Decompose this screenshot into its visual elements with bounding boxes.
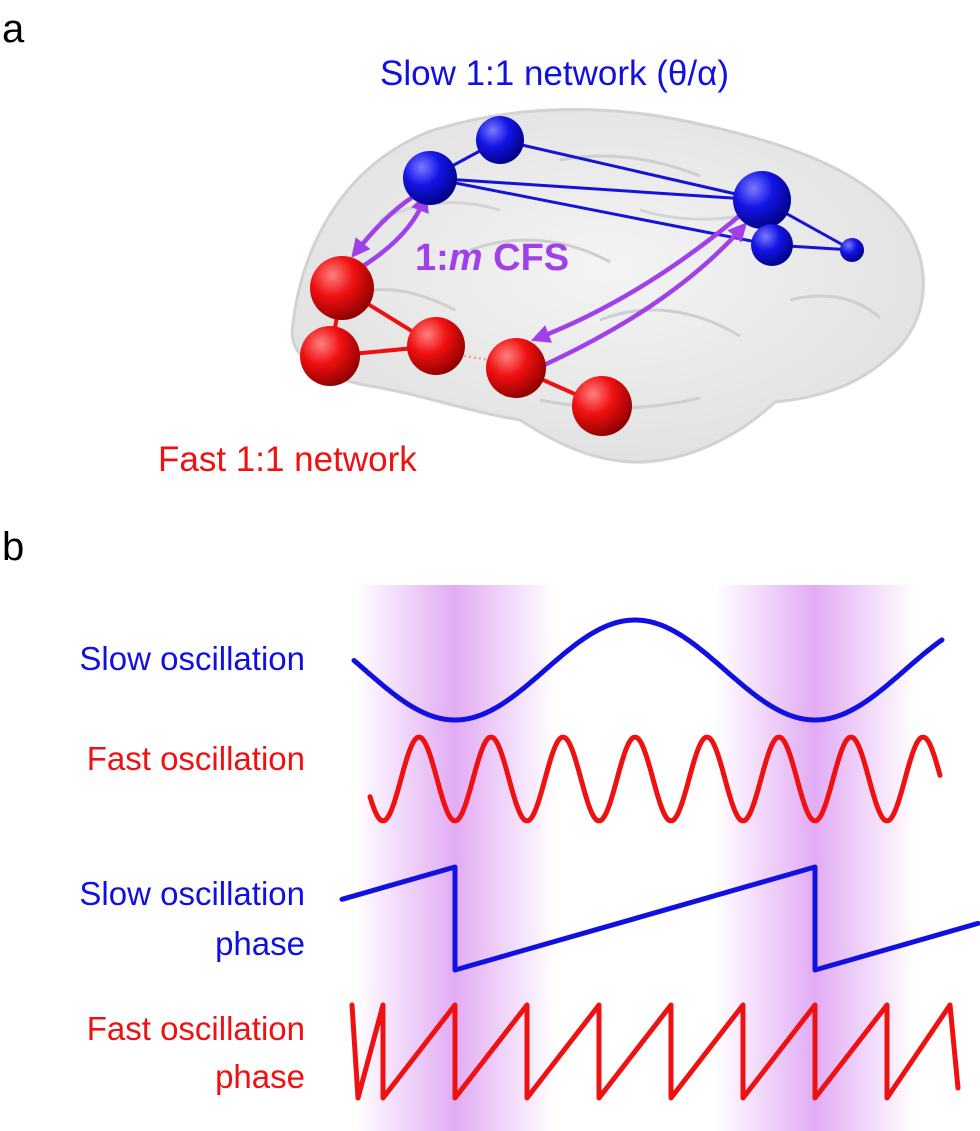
slow-edge [429, 176, 763, 202]
brain-fold-3 [599, 308, 741, 338]
slow-phase-label-line2: phase [215, 925, 305, 962]
coupling-arrow-right-down [530, 209, 747, 343]
slow-network-label: Slow 1:1 network (θ/α) [380, 54, 729, 93]
slow-node [840, 238, 864, 262]
coupling-arrows [351, 192, 748, 369]
coupling-arrow-left-down [351, 193, 417, 258]
fast-node [310, 256, 374, 320]
brain-fold-2 [469, 238, 611, 264]
slow-oscillation-label: Slow oscillation [79, 640, 305, 677]
fast-node [486, 338, 546, 398]
cfs-label: 1:m CFS [415, 237, 569, 279]
fast-network-nodes [300, 256, 632, 436]
slow-node [476, 116, 524, 164]
slow-node [403, 151, 457, 205]
slow-edge [499, 138, 763, 202]
fast-node [300, 326, 360, 386]
panel-b-letter: b [2, 525, 24, 569]
coupling-arrow-left-up [357, 192, 429, 271]
fast-phase-label-line2: phase [215, 1058, 305, 1095]
cfs-m: m [449, 237, 483, 279]
fast-network-label: Fast 1:1 network [158, 440, 417, 479]
slow-node [733, 171, 791, 229]
fast-phase-label-line1: Fast oscillation [87, 1010, 305, 1047]
brain-fold-5 [789, 294, 882, 320]
slow-oscillation-trace [351, 617, 945, 723]
fast-node [572, 376, 632, 436]
fast-phase-trace [349, 1002, 961, 1101]
panel-a-letter: a [2, 7, 25, 51]
row-labels: Slow oscillation Fast oscillation Slow o… [79, 640, 305, 1095]
traces [339, 617, 980, 1101]
slow-phase-label-line1: Slow oscillation [79, 875, 305, 912]
fast-oscillation-label: Fast oscillation [87, 740, 305, 777]
slow-phase-trace [339, 864, 980, 973]
cfs-suffix: CFS [483, 237, 570, 279]
slow-network-nodes [403, 116, 864, 266]
coupling-arrow-right-up [539, 222, 748, 369]
fast-edge-dotted [463, 355, 491, 361]
slow-node [751, 224, 793, 266]
fast-node [407, 317, 465, 375]
cfs-prefix: 1: [415, 237, 449, 279]
fast-oscillation-trace [367, 734, 943, 824]
